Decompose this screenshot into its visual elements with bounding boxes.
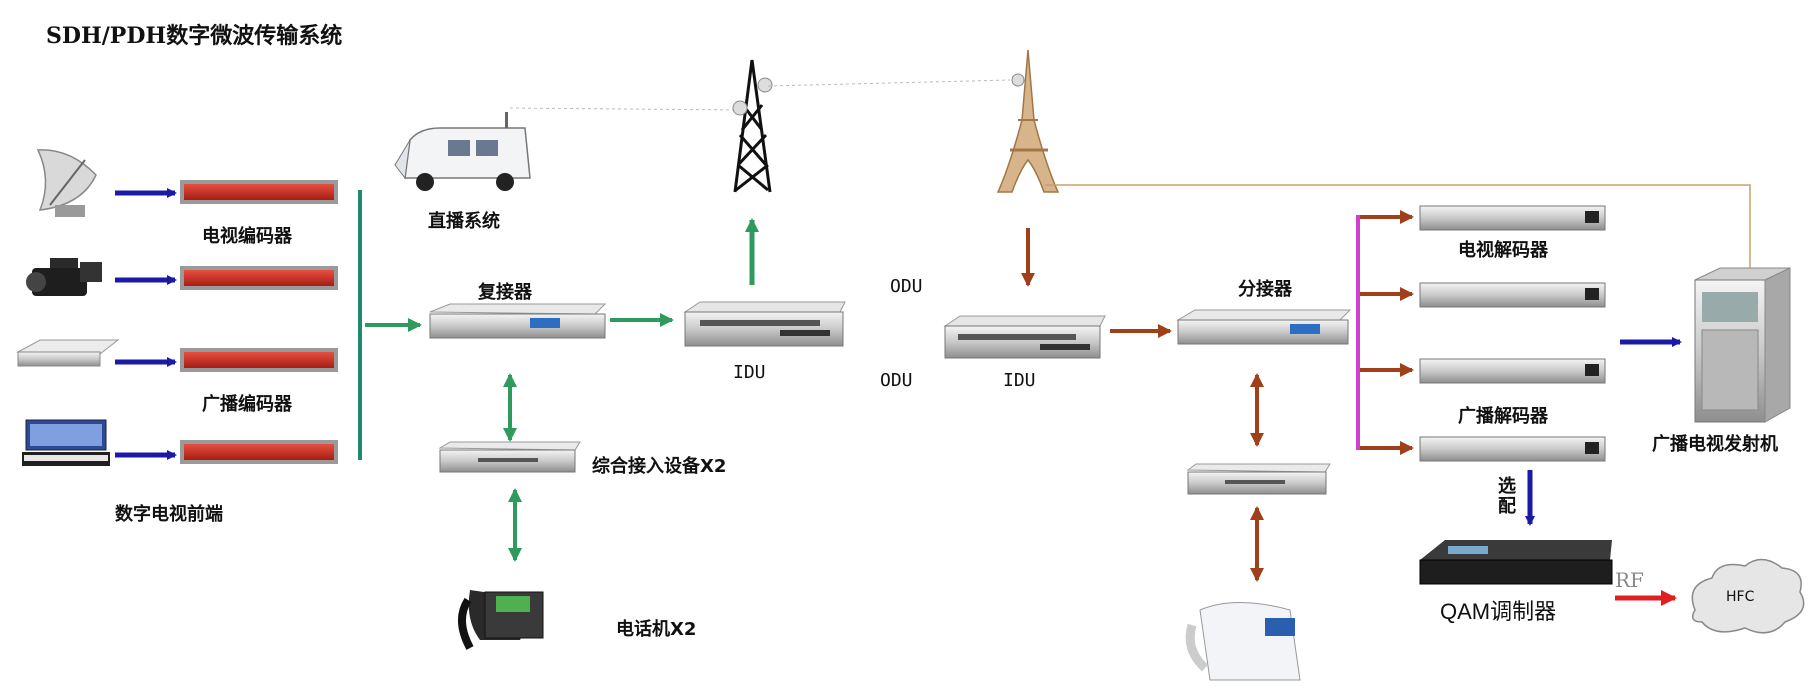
demultiplexer-device <box>1176 309 1352 345</box>
tv-decoder-2 <box>1419 282 1606 308</box>
phone-label: 电话机X2 <box>616 619 697 640</box>
white-phone-icon <box>1185 602 1301 681</box>
tv-encoder-1 <box>180 180 338 204</box>
multiplexer-label: 复接器 <box>478 282 532 303</box>
integrated-access-device <box>438 441 581 473</box>
hfc-label: HFC <box>1726 589 1755 605</box>
multiplexer-device <box>429 303 607 339</box>
odu-bottom-label: ODU <box>880 370 913 391</box>
rf-label: RF <box>1615 568 1644 592</box>
integrated-access-label: 综合接入设备X2 <box>592 456 727 477</box>
front-end-label: 数字电视前端 <box>115 504 223 525</box>
radio-encoder-1 <box>180 348 338 372</box>
tv-decoder-1 <box>1419 205 1606 231</box>
ambulance-van-icon <box>394 112 531 191</box>
transmitter-cabinet-icon <box>1694 267 1791 423</box>
keyboard-icon <box>22 419 110 466</box>
desk-phone-icon <box>458 590 544 650</box>
microwave-link-line <box>767 79 1011 87</box>
tv-encoder-label: 电视编码器 <box>202 226 292 247</box>
odu-top-label: ODU <box>890 276 923 297</box>
qam-label: QAM调制器 <box>1440 599 1557 624</box>
tv-encoder-2 <box>180 266 338 290</box>
video-camera-icon <box>26 258 102 296</box>
van-link-line <box>509 107 741 111</box>
optional-label: 选配 <box>1495 476 1516 516</box>
decoder-racks <box>1419 205 1606 462</box>
radio-decoder-label: 广播解码器 <box>1458 406 1548 427</box>
idu-right-label: IDU <box>1003 370 1036 391</box>
radio-encoder-2 <box>180 440 338 464</box>
qam-modulator-device <box>1419 540 1613 585</box>
tower-to-transmitter-line <box>1045 184 1751 268</box>
idu-right-device <box>943 315 1106 359</box>
source-arrows <box>115 188 177 460</box>
eiffel-tower-icon <box>996 49 1060 193</box>
radio-decoder-1 <box>1419 358 1606 384</box>
decoder-arrows <box>1360 210 1414 455</box>
idu-left-device <box>683 301 846 347</box>
right-access-device <box>1186 463 1331 495</box>
radio-encoder-label: 广播编码器 <box>202 394 292 415</box>
lattice-tower-icon <box>732 59 773 193</box>
receiver-icon <box>16 339 120 367</box>
encoder-racks <box>180 180 338 464</box>
tv-decoder-label: 电视解码器 <box>1458 240 1548 261</box>
satellite-dish-icon <box>36 149 97 217</box>
live-system-label: 直播系统 <box>428 211 500 232</box>
page-title: SDH/PDH数字微波传输系统 <box>46 23 343 49</box>
transmitter-label: 广播电视发射机 <box>1652 434 1778 455</box>
radio-decoder-2 <box>1419 436 1606 462</box>
demultiplexer-label: 分接器 <box>1238 279 1292 300</box>
idu-left-label: IDU <box>733 362 766 383</box>
hfc-cloud-icon <box>1691 558 1805 634</box>
